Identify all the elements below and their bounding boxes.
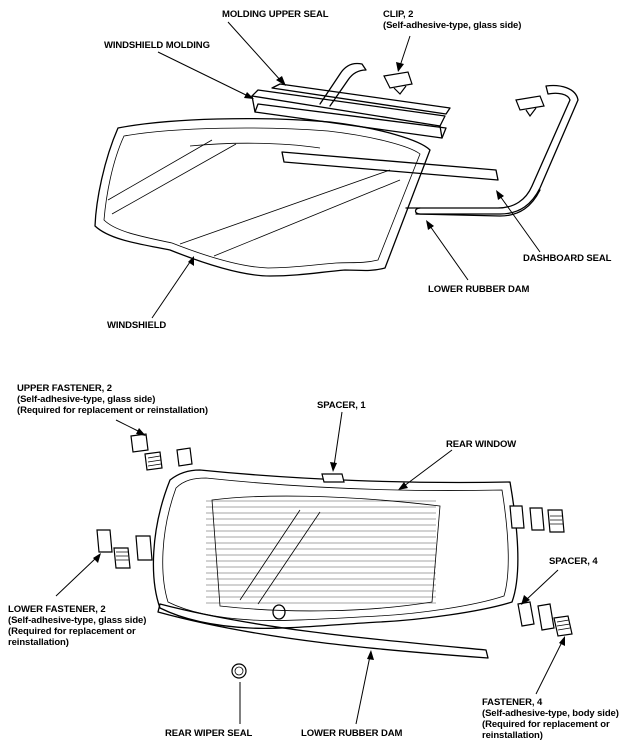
clip-parts-top — [383, 71, 545, 118]
dashboard-seal-part — [281, 62, 579, 215]
label-windshield-molding: WINDSHIELD MOLDING — [104, 40, 210, 51]
windshield-molding-part — [251, 89, 447, 139]
label-molding-upper-seal: MOLDING UPPER SEAL — [222, 9, 329, 20]
label-rear-window: REAR WINDOW — [446, 439, 517, 450]
lower-rubber-dam-top-part — [405, 189, 541, 217]
label-fastener-4: FASTENER, 4 (Self-adhesive-type, body si… — [482, 697, 619, 741]
lower-rubber-dam-bottom-part — [157, 603, 489, 659]
label-lower-rubber-dam-bottom: LOWER RUBBER DAM — [301, 728, 403, 739]
rear-wiper-seal-part — [231, 663, 247, 679]
molding-upper-seal-part — [271, 83, 451, 115]
label-spacer-4: SPACER, 4 — [549, 556, 598, 567]
label-dashboard-seal: DASHBOARD SEAL — [523, 253, 612, 264]
label-spacer-1: SPACER, 1 — [317, 400, 366, 411]
rear-window-glass — [152, 469, 519, 630]
label-lower-rubber-dam-top: LOWER RUBBER DAM — [428, 284, 530, 295]
spacer-1-part — [321, 473, 345, 483]
right-fastener-parts-upper — [509, 505, 565, 533]
label-upper-fastener: UPPER FASTENER, 2 (Self-adhesive-type, g… — [17, 383, 208, 416]
right-fastener-parts-lower — [517, 601, 573, 637]
label-clip: CLIP, 2 (Self-adhesive-type, glass side) — [383, 9, 522, 31]
label-windshield: WINDSHIELD — [107, 320, 167, 331]
leader-lines — [55, 21, 565, 725]
windshield-glass — [94, 117, 431, 277]
label-rear-wiper-seal: REAR WIPER SEAL — [165, 728, 253, 739]
lower-fastener-parts — [96, 529, 153, 569]
label-lower-fastener: LOWER FASTENER, 2 (Self-adhesive-type, g… — [8, 604, 147, 648]
upper-fastener-parts — [130, 433, 193, 471]
